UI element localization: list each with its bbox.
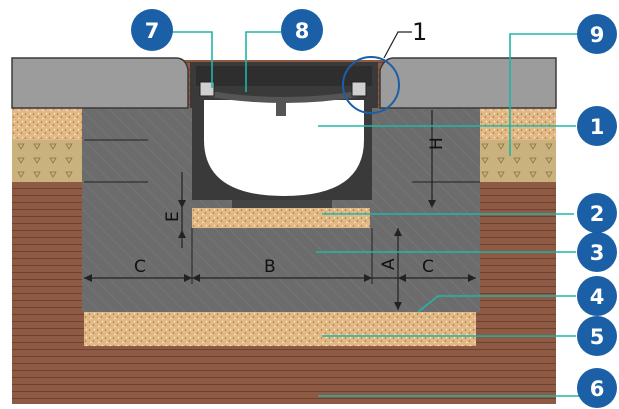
dim-b-arrow-l bbox=[192, 274, 200, 282]
callout-badge-6: 6 bbox=[577, 368, 617, 408]
channel-inner-cavity bbox=[204, 100, 364, 196]
grate bbox=[196, 66, 372, 86]
grate-underside bbox=[204, 90, 364, 103]
left-sand-layer bbox=[12, 108, 82, 140]
callout-badge-2: 2 bbox=[577, 193, 617, 233]
grate-spindle bbox=[276, 100, 286, 116]
dim-e-arrow-top bbox=[178, 200, 186, 208]
left-paving-slab bbox=[11, 57, 189, 109]
dim-a-arrow-top bbox=[394, 228, 402, 236]
right-frame-clip bbox=[351, 81, 367, 97]
dim-e-arrow-bottom bbox=[178, 230, 186, 238]
callout-badge-3: 3 bbox=[577, 232, 617, 272]
detail-leader bbox=[383, 31, 412, 59]
dim-h-arrow bbox=[428, 200, 436, 208]
callout-badge-8: 8 bbox=[281, 9, 323, 51]
leader-8 bbox=[245, 31, 282, 92]
dim-e-label: E bbox=[163, 211, 183, 222]
svg-text:7: 7 bbox=[145, 19, 160, 43]
dim-b-arrow-r bbox=[364, 274, 372, 282]
detail-marker-label: 1 bbox=[412, 18, 427, 46]
left-compacted-layer bbox=[12, 140, 82, 182]
dim-c-right-label: C bbox=[422, 257, 434, 277]
right-paving-slab bbox=[379, 57, 557, 109]
svg-text:2: 2 bbox=[590, 202, 605, 226]
dim-b-label: B bbox=[264, 257, 276, 277]
dim-a-label: A bbox=[379, 258, 399, 270]
svg-text:3: 3 bbox=[590, 241, 605, 265]
dim-a-arrow-bottom bbox=[394, 302, 402, 310]
dim-c-right-arrow-l bbox=[398, 274, 406, 282]
svg-text:8: 8 bbox=[295, 19, 310, 43]
svg-text:9: 9 bbox=[590, 23, 605, 47]
channel-foot bbox=[232, 200, 332, 208]
leader-9 bbox=[509, 33, 580, 156]
dim-c-right-arrow-r bbox=[468, 274, 476, 282]
dim-c-left-label: C bbox=[134, 257, 146, 277]
gravel-base-layer bbox=[84, 312, 476, 346]
dim-c-left-arrow-l bbox=[84, 274, 92, 282]
callout-badge-5: 5 bbox=[577, 316, 617, 356]
dim-h-label: H bbox=[427, 137, 447, 150]
callout-badge-4: 4 bbox=[577, 276, 617, 316]
sand-bed-layer bbox=[192, 208, 370, 228]
svg-text:4: 4 bbox=[590, 285, 605, 309]
callout-badge-7: 7 bbox=[131, 9, 173, 51]
svg-text:6: 6 bbox=[590, 377, 605, 401]
svg-text:5: 5 bbox=[590, 325, 605, 349]
callout-badge-1: 1 bbox=[577, 106, 617, 146]
callout-badge-9: 9 bbox=[577, 14, 617, 54]
leader-4 bbox=[417, 295, 576, 313]
right-compacted-layer bbox=[480, 140, 556, 182]
leader-7 bbox=[172, 31, 213, 88]
dim-c-left-arrow-r bbox=[184, 274, 192, 282]
left-frame-clip bbox=[199, 81, 215, 97]
detail-circle bbox=[342, 56, 400, 114]
right-sand-layer bbox=[480, 108, 556, 140]
svg-text:1: 1 bbox=[590, 115, 605, 139]
